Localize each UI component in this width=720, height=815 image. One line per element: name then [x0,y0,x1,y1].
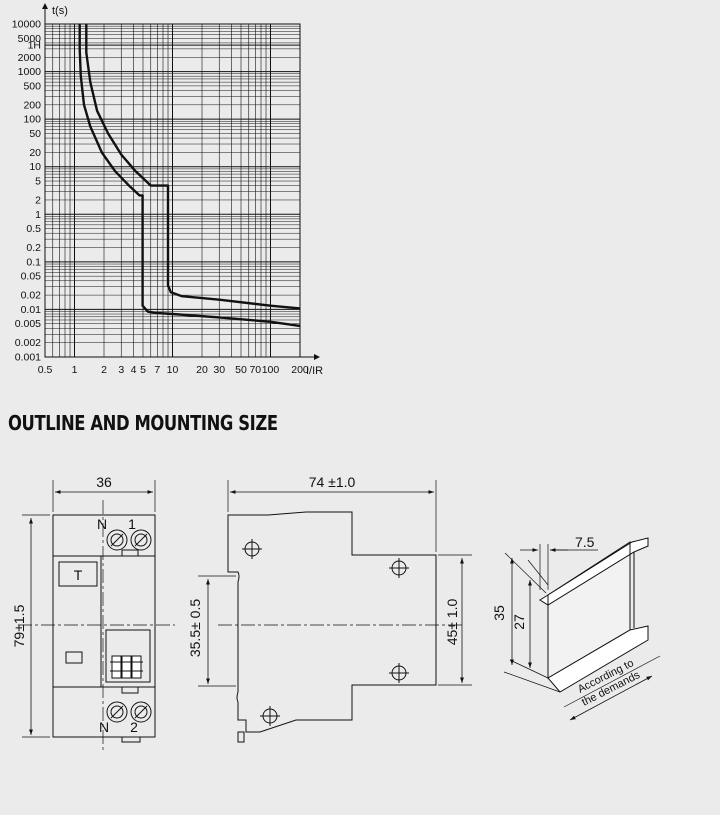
x-tick-label: 5 [140,364,146,376]
terminal-screw-top-right [130,529,152,551]
y-tick-label: 2000 [18,52,42,64]
rail-depth-dimension: 27 [511,614,527,630]
y-tick-label: 5 [35,176,41,188]
y-tick-label: 0.005 [15,318,41,330]
y-tick-label: 500 [23,80,41,92]
front-body-outline [52,514,156,738]
terminal-label-n-top: N [97,516,107,532]
y-tick-label: 1 [35,209,41,221]
y-tick-label: 0.5 [26,223,41,235]
y-tick-label: 0.02 [21,290,42,302]
mount-screw-2 [389,558,409,578]
side-view [198,480,472,743]
y-tick-label: 20 [29,147,41,159]
mount-right-dimension: 45± 1.0 [444,598,460,645]
front-view [18,480,175,750]
x-tick-label: 200 [291,364,309,376]
y-tick-label: 5000 [18,33,42,45]
side-body-outline [227,511,437,733]
terminal-screw-bottom-right [130,701,152,723]
y-axis-label: t(s) [52,5,68,17]
front-width-dimension: 36 [96,474,112,490]
x-tick-label: 2 [101,364,107,376]
x-tick-label: 0.5 [38,364,53,376]
x-tick-label: 30 [213,364,225,376]
x-tick-label: 3 [118,364,124,376]
y-tick-label: 0.002 [15,337,41,349]
x-axis-label: I/IR [306,365,323,377]
x-tick-label: 1 [72,364,78,376]
y-tick-label: 0.2 [26,242,41,254]
y-tick-label: 1H [28,40,41,52]
mount-screw-1 [242,539,262,559]
y-tick-label: 10000 [12,19,41,31]
terminal-label-1: 1 [128,516,136,532]
rail-width-dimension: 7.5 [575,534,595,550]
rail-height-dimension: 35 [491,605,507,621]
front-height-dimension: 79±1.5 [11,604,27,647]
y-axis-arrow [42,3,48,9]
x-tick-label: 10 [167,364,179,376]
terminal-screw-top-left [106,529,128,551]
terminal-label-2: 2 [130,719,138,735]
y-tick-label: 1000 [18,66,42,78]
mount-screw-3 [389,663,409,683]
x-tick-label: 7 [154,364,160,376]
terminal-label-n-bottom: N [99,719,109,735]
y-tick-label: 2 [35,194,41,206]
y-tick-label: 200 [23,99,41,111]
rail-top-flange [539,537,649,606]
x-axis-arrow [314,354,320,360]
din-rail [503,537,661,721]
trip-curve-1 [78,24,301,328]
y-tick-label: 0.01 [21,304,42,316]
section-title: OUTLINE AND MOUNTING SIZE [8,411,278,435]
test-button-label: T [74,567,83,583]
y-tick-label: 0.001 [15,352,41,364]
mount-screw-4 [260,706,280,726]
y-tick-label: 0.1 [26,256,41,268]
terminal-screw-bottom-left [106,701,128,723]
x-tick-label: 70 [249,364,261,376]
rail-bottom-flange [547,625,649,693]
y-tick-label: 50 [29,128,41,140]
outline-drawings: 36 79±1.5 N 1 T N 2 74 ±1.0 35.5± 0.5 45… [11,474,661,750]
y-tick-label: 100 [23,114,41,126]
y-tick-label: 0.05 [21,271,42,283]
side-width-dimension: 74 ±1.0 [309,474,356,490]
x-tick-label: 100 [262,364,280,376]
x-tick-label: 50 [235,364,247,376]
test-button [58,561,98,587]
trip-curve-2 [85,24,301,310]
y-tick-label: 10 [29,161,41,173]
mount-left-dimension: 35.5± 0.5 [187,599,203,657]
x-tick-label: 20 [196,364,208,376]
chart-curves [78,24,301,328]
x-tick-label: 4 [131,364,137,376]
